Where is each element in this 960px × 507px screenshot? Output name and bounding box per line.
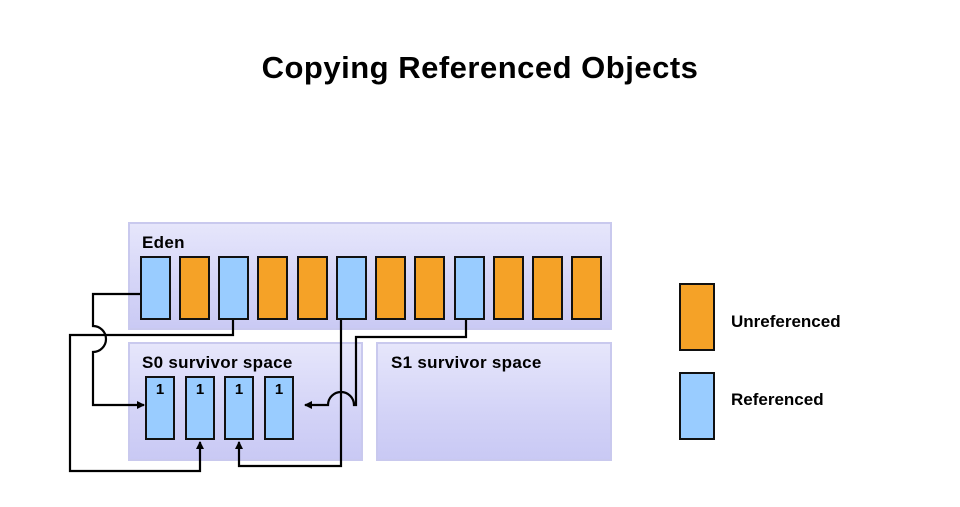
- s0-object-3: 1: [224, 376, 254, 440]
- page-title: Copying Referenced Objects: [261, 50, 699, 85]
- s0-object-1: 1: [145, 376, 175, 440]
- eden-object-1: [140, 256, 171, 320]
- s0-object-4: 1: [264, 376, 294, 440]
- eden-object-8: [414, 256, 445, 320]
- eden-object-10: [493, 256, 524, 320]
- s0-object-2: 1: [185, 376, 215, 440]
- eden-object-3: [218, 256, 249, 320]
- s0-label: S0 survivor space: [142, 353, 293, 372]
- legend-swatch-referenced: [679, 372, 715, 440]
- legend-label-unreferenced: Unreferenced: [731, 312, 841, 331]
- eden-object-2: [179, 256, 210, 320]
- eden-object-12: [571, 256, 602, 320]
- eden-object-4: [257, 256, 288, 320]
- s1-label: S1 survivor space: [391, 353, 542, 372]
- eden-label: Eden: [142, 233, 185, 252]
- eden-object-11: [532, 256, 563, 320]
- legend-swatch-unreferenced: [679, 283, 715, 351]
- eden-object-9: [454, 256, 485, 320]
- eden-object-7: [375, 256, 406, 320]
- eden-object-6: [336, 256, 367, 320]
- legend-label-referenced: Referenced: [731, 390, 824, 409]
- eden-object-5: [297, 256, 328, 320]
